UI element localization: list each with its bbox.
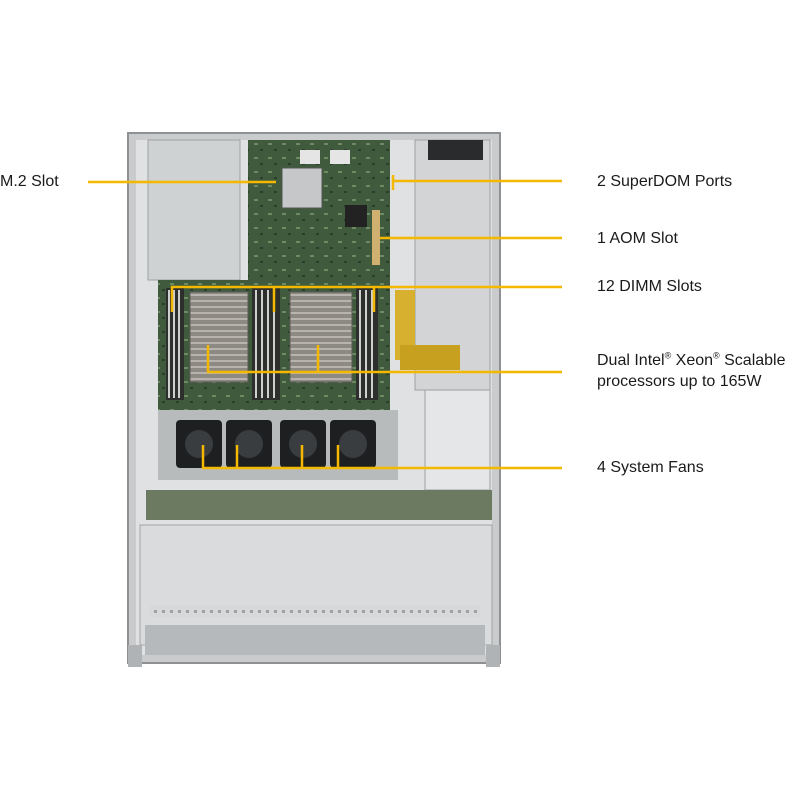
processors-label-line1: Dual Intel® Xeon® Scalable: [597, 350, 786, 371]
processors-label-intel: Dual Intel: [597, 352, 665, 369]
callout-lines: [88, 175, 562, 470]
processors-label-xeon: Xeon: [671, 352, 714, 369]
cpu-heatsink-1: [189, 291, 249, 383]
processors-label-scalable: Scalable: [719, 352, 786, 369]
superdom-ports-label: 2 SuperDOM Ports: [597, 173, 733, 190]
dimm-slots-label: 12 DIMM Slots: [597, 278, 702, 295]
processors-label-line2: processors up to 165W: [597, 373, 762, 390]
processors-label: Dual Intel® Xeon® Scalable processors up…: [597, 350, 786, 392]
system-fans-label: 4 System Fans: [597, 459, 704, 476]
registered-mark-1: ®: [664, 350, 672, 361]
aom-slot-label: 1 AOM Slot: [597, 230, 678, 247]
cpu-heatsink-2: [289, 291, 353, 383]
registered-mark-2: ®: [713, 350, 720, 361]
m2-slot-label: M.2 Slot: [0, 173, 59, 190]
dimm-slots: [166, 288, 378, 400]
